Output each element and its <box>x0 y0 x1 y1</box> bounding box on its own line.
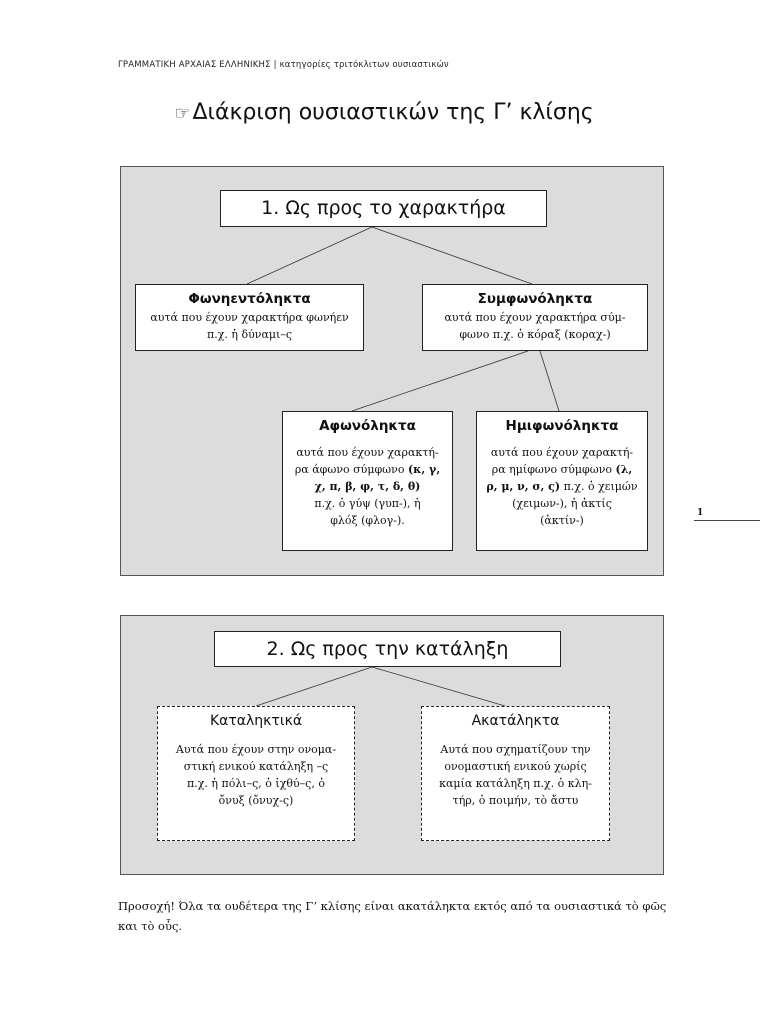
vowel-stems-box: Φωνηεντόληκτα αυτά που έχουν χαρακτήρα φ… <box>135 284 364 351</box>
semivowel-stems-box: Ημιφωνόληκτα αυτά που έχουν χαρακτή- ρα … <box>476 411 648 551</box>
page-number-rule <box>694 520 760 521</box>
consonant-stems-description: αυτά που έχουν χαρακτήρα σύμ- φωνο π.χ. … <box>444 311 626 341</box>
attention-note: Προσοχή! Όλα τα ουδέτερα της Γ’ κλίσης ε… <box>118 896 668 936</box>
page-title: ☞Διάκριση ουσιαστικών της Γ’ κλίσης <box>0 100 768 125</box>
mute-stems-box: Αφωνόληκτα αυτά που έχουν χαρακτή- ρα άφ… <box>282 411 453 551</box>
section2-heading-text: 2. Ως προς την κατάληξη <box>266 638 509 660</box>
with-ending-box: Καταληκτικά Αυτά που έχουν στην ονομα- σ… <box>157 706 355 841</box>
without-ending-box: Ακατάληκτα Αυτά που σχηματίζουν την ονομ… <box>421 706 610 841</box>
consonant-stems-box: Συμφωνόληκτα αυτά που έχουν χαρακτήρα σύ… <box>422 284 648 351</box>
connector-consonant-mute <box>351 350 529 412</box>
page-number: 1 <box>697 508 704 518</box>
without-ending-description: Αυτά που σχηματίζουν την ονομαστική ενικ… <box>439 743 592 807</box>
section1-heading-text: 1. Ως προς το χαρακτήρα <box>261 197 506 219</box>
section2-heading: 2. Ως προς την κατάληξη <box>214 631 561 667</box>
with-ending-description: Αυτά που έχουν στην ονομα- στική ενικού … <box>175 743 337 807</box>
vowel-stems-description: αυτά που έχουν χαρακτήρα φωνήεν π.χ. ἡ δ… <box>150 311 349 341</box>
semivowel-stems-description: αυτά που έχουν χαρακτή- ρα ημίφωνο σύμφω… <box>486 446 638 527</box>
connector-consonant-semivowel <box>539 350 560 412</box>
header-title: ΓΡΑΜΜΑΤΙΚΗ ΑΡΧΑΙΑΣ ΕΛΛΗΝΙΚΗΣ <box>118 60 271 70</box>
hand-pointing-right-icon: ☞ <box>174 103 191 124</box>
with-ending-title: Καταληκτικά <box>209 713 303 729</box>
attention-note-line2: και τὸ οὖς. <box>118 919 183 933</box>
section1-heading: 1. Ως προς το χαρακτήρα <box>220 190 547 227</box>
vowel-stems-title: Φωνηεντόληκτα <box>188 291 311 307</box>
semivowel-stems-title: Ημιφωνόληκτα <box>505 418 619 434</box>
header-subtitle: κατηγορίες τριτόκλιτων ουσιαστικών <box>279 60 449 70</box>
header-separator: | <box>273 60 277 70</box>
page-title-text: Διάκριση ουσιαστικών της Γ’ κλίσης <box>192 100 594 125</box>
connector-heading1-vowel <box>246 226 373 285</box>
connector-heading2-noending <box>371 666 506 707</box>
without-ending-title: Ακατάληκτα <box>471 713 560 729</box>
mute-stems-title: Αφωνόληκτα <box>319 418 416 434</box>
mute-stems-description: αυτά που έχουν χαρακτή- ρα άφωνο σύμφωνο… <box>294 446 441 527</box>
running-header: ΓΡΑΜΜΑΤΙΚΗ ΑΡΧΑΙΑΣ ΕΛΛΗΝΙΚΗΣ | κατηγορίε… <box>118 60 449 70</box>
connector-heading2-ending <box>255 666 373 707</box>
consonant-stems-title: Συμφωνόληκτα <box>477 291 593 307</box>
attention-note-line1: Προσοχή! Όλα τα ουδέτερα της Γ’ κλίσης ε… <box>118 899 667 913</box>
connector-heading1-consonant <box>371 226 533 285</box>
